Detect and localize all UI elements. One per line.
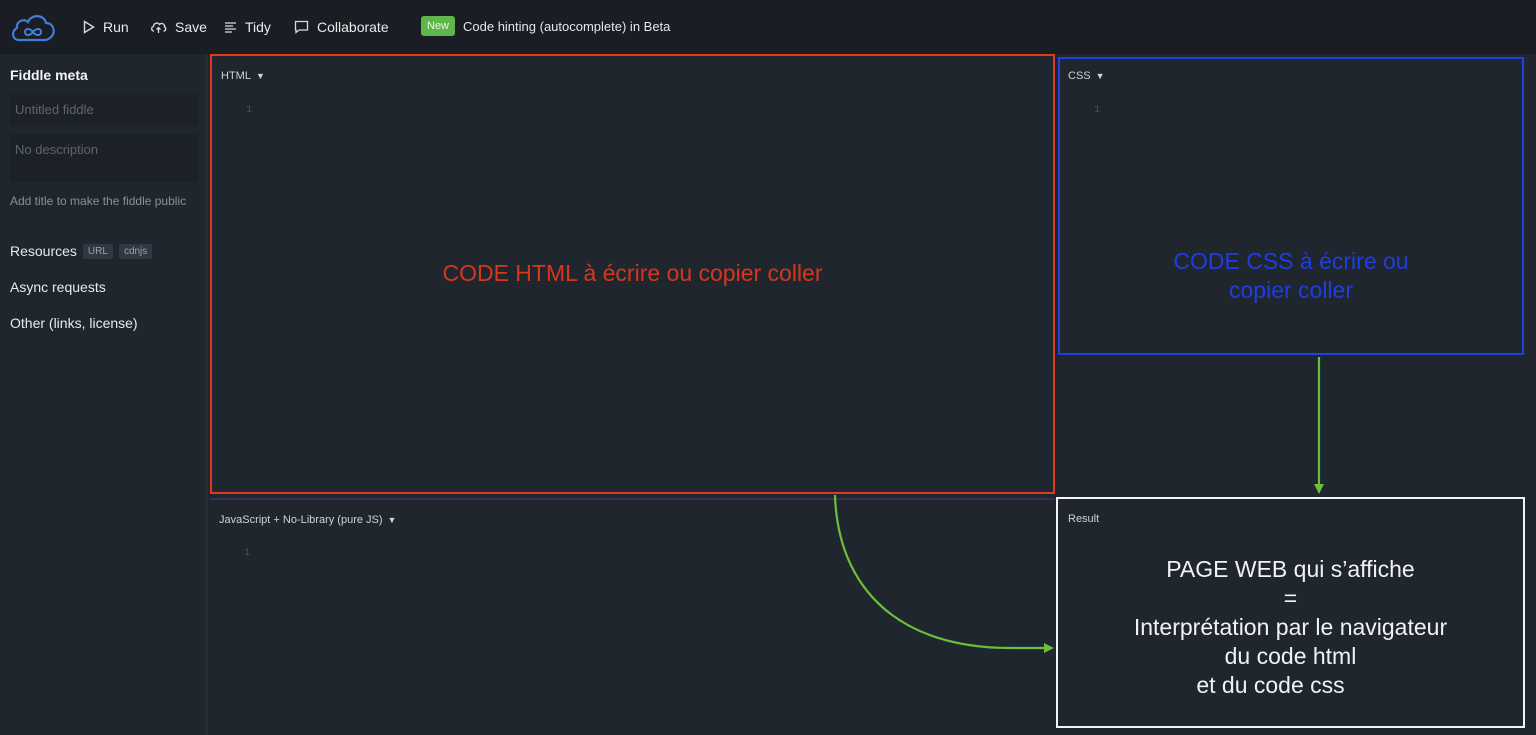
sidebar: Fiddle meta Add title to make the fiddle… xyxy=(0,54,208,735)
result-annotation-line-2: = xyxy=(1283,585,1298,611)
js-language-selector[interactable]: JavaScript + No-Library (pure JS) ▼ xyxy=(219,514,396,526)
caret-down-icon: ▼ xyxy=(387,515,397,525)
result-panel[interactable]: Result PAGE WEB qui s’affiche = Interpré… xyxy=(1056,497,1525,728)
result-annotation-line-5: et du code css xyxy=(1196,672,1345,698)
tidy-button[interactable]: Tidy xyxy=(224,17,271,37)
sidebar-item-async-requests[interactable]: Async requests xyxy=(10,279,106,295)
css-language-selector[interactable]: CSS ▼ xyxy=(1068,70,1105,82)
result-panel-label: Result xyxy=(1068,513,1100,525)
fiddle-title-input[interactable] xyxy=(10,93,198,125)
new-badge: New xyxy=(421,16,456,36)
chat-bubble-icon xyxy=(294,20,309,34)
tidy-label: Tidy xyxy=(245,19,271,35)
save-label: Save xyxy=(175,19,207,35)
line-number: 1 xyxy=(244,548,251,559)
css-editor-panel[interactable]: CSS ▼ 1 CODE CSS à écrire ou copier coll… xyxy=(1058,57,1524,355)
result-annotation-line-3: Interprétation par le navigateur xyxy=(1133,614,1448,640)
sidebar-item-resources[interactable]: Resources URL cdnjs xyxy=(10,243,153,259)
result-annotation-line-4: du code html xyxy=(1224,643,1357,669)
collaborate-label: Collaborate xyxy=(317,19,389,35)
public-hint: Add title to make the fiddle public xyxy=(10,194,187,208)
sidebar-item-other[interactable]: Other (links, license) xyxy=(10,315,138,331)
js-panel-label: JavaScript + No-Library (pure JS) xyxy=(219,514,383,526)
caret-down-icon: ▼ xyxy=(1095,71,1105,81)
html-panel-label: HTML xyxy=(221,70,251,82)
html-language-selector[interactable]: HTML ▼ xyxy=(221,70,265,82)
cloud-upload-icon xyxy=(151,22,167,33)
css-annotation-line-2: copier coller xyxy=(1229,277,1353,303)
resources-label: Resources xyxy=(10,243,77,259)
fiddle-description-input[interactable] xyxy=(10,134,198,182)
line-number: 1 xyxy=(246,105,253,116)
fiddle-meta-heading: Fiddle meta xyxy=(10,67,88,83)
line-number: 1 xyxy=(1094,105,1101,116)
css-annotation: CODE CSS à écrire ou copier coller xyxy=(1060,247,1522,305)
collaborate-button[interactable]: Collaborate xyxy=(294,17,389,37)
css-panel-label: CSS xyxy=(1068,70,1091,82)
jsfiddle-logo-icon[interactable] xyxy=(9,9,57,45)
announcement-link[interactable]: Code hinting (autocomplete) in Beta xyxy=(463,19,671,34)
resources-tag-cdnjs[interactable]: cdnjs xyxy=(118,243,153,259)
other-label: Other (links, license) xyxy=(10,315,138,331)
result-annotation-line-1: PAGE WEB qui s’affiche xyxy=(1166,556,1415,582)
async-requests-label: Async requests xyxy=(10,279,106,295)
play-icon xyxy=(83,20,95,34)
top-bar: Run Save Tidy Collaborate New Code hinti… xyxy=(0,0,1536,54)
align-lines-icon xyxy=(225,22,236,33)
caret-down-icon: ▼ xyxy=(255,71,265,81)
save-button[interactable]: Save xyxy=(150,17,207,37)
run-label: Run xyxy=(103,19,129,35)
result-annotation: PAGE WEB qui s’affiche = Interprétation … xyxy=(1058,555,1523,700)
resources-tag-url[interactable]: URL xyxy=(82,243,113,259)
css-annotation-line-1: CODE CSS à écrire ou xyxy=(1173,248,1409,274)
run-button[interactable]: Run xyxy=(83,17,129,37)
js-editor-panel[interactable]: JavaScript + No-Library (pure JS) ▼ 1 xyxy=(210,498,1055,735)
html-annotation: CODE HTML à écrire ou copier coller xyxy=(442,260,823,286)
html-editor-panel[interactable]: HTML ▼ 1 CODE HTML à écrire ou copier co… xyxy=(210,54,1055,494)
